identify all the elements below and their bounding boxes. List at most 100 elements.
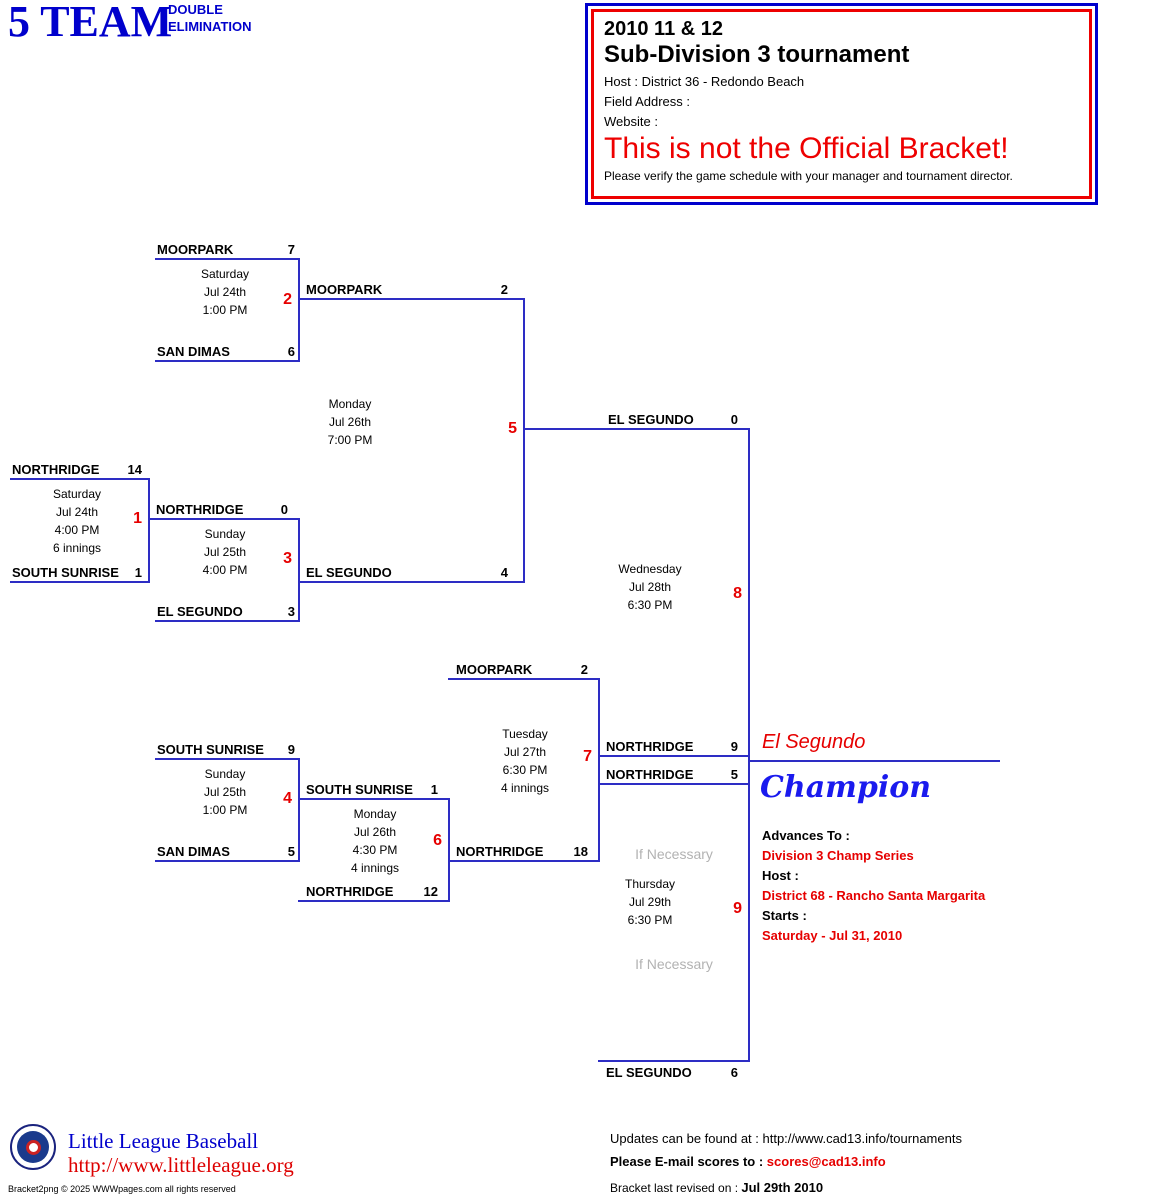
advance-starts-label: Starts :: [762, 908, 807, 923]
slot-g7-winner: NORTHRIDGE 9: [606, 739, 738, 754]
team-name: MOORPARK: [456, 662, 533, 677]
g9-bottom-line: [598, 1060, 750, 1062]
little-league-name: Little League Baseball: [68, 1129, 259, 1153]
updates-label: Updates can be found at :: [610, 1131, 763, 1146]
team-score: 9: [730, 739, 738, 754]
team-name: EL SEGUNDO: [306, 565, 392, 580]
game-number-8: 8: [733, 585, 742, 602]
schedule-line: 4:00 PM: [202, 563, 248, 577]
team-name: SAN DIMAS: [157, 344, 230, 359]
slot-g3-winner: EL SEGUNDO 4: [306, 565, 508, 580]
slot-g9-bottom: EL SEGUNDO 6: [606, 1065, 738, 1080]
team-name: NORTHRIDGE: [306, 884, 394, 899]
g2-bottom-line: [155, 360, 300, 362]
team-score: 4: [500, 565, 508, 580]
team-score: 1: [134, 565, 142, 580]
updates-line: Updates can be found at : http://www.cad…: [610, 1131, 962, 1146]
g3-vline: [298, 518, 300, 622]
revised-date: Jul 29th 2010: [741, 1180, 824, 1195]
tournament-website: Website :: [604, 114, 658, 129]
champion-team-name: El Segundo: [762, 731, 866, 753]
g8-g9-vline: [748, 428, 750, 1062]
tournament-field-address: Field Address :: [604, 94, 690, 109]
g5-winner-line: [523, 428, 750, 430]
game-number-3: 3: [283, 550, 292, 567]
team-name: SOUTH SUNRISE: [306, 782, 413, 797]
schedule-line: Wednesday: [618, 562, 682, 576]
g6-vline: [448, 798, 450, 902]
team-score: 5: [287, 844, 295, 859]
logo-core: [25, 1139, 41, 1155]
team-score: 7: [287, 242, 295, 257]
g9-top-line: [598, 783, 750, 785]
team-score: 12: [423, 884, 438, 899]
game-number-9: 9: [733, 900, 742, 917]
team-score: 3: [287, 604, 295, 619]
game-number-4: 4: [283, 790, 292, 807]
schedule-line: Jul 25th: [203, 545, 247, 559]
slot-g2-top: MOORPARK 7: [157, 242, 295, 257]
team-score: 6: [287, 344, 295, 359]
schedule-line: Jul 27th: [503, 745, 547, 759]
advances-block: Advances To : Division 3 Champ Series Ho…: [762, 826, 985, 946]
scores-line: Please E-mail scores to : scores@cad13.i…: [610, 1154, 886, 1169]
updates-url-link[interactable]: http://www.cad13.info/tournaments: [762, 1131, 962, 1146]
schedule-line: Jul 26th: [328, 415, 372, 429]
team-score: 2: [580, 662, 588, 677]
game2-schedule: Saturday Jul 24th 1:00 PM: [165, 265, 285, 319]
revised-label: Bracket last revised on :: [610, 1181, 742, 1195]
team-name: NORTHRIDGE: [156, 502, 244, 517]
tournament-title: Sub-Division 3 tournament: [604, 41, 910, 68]
schedule-line: 6:30 PM: [627, 598, 673, 612]
schedule-line: Saturday: [200, 267, 250, 281]
g1-vline: [148, 478, 150, 583]
game5-schedule: Monday Jul 26th 7:00 PM: [290, 395, 410, 449]
slot-g2-bottom: SAN DIMAS 6: [157, 344, 295, 359]
g4-vline: [298, 758, 300, 862]
slot-g6-winner: NORTHRIDGE 18: [456, 844, 588, 859]
schedule-line: Jul 25th: [203, 785, 247, 799]
little-league-logo-icon: [10, 1124, 56, 1170]
game-number-1: 1: [133, 510, 142, 527]
advance-host-label: Host :: [762, 868, 799, 883]
if-necessary-label: If Necessary: [635, 956, 713, 972]
g4-top-line: [155, 758, 300, 760]
team-score: 1: [430, 782, 438, 797]
schedule-line: 1:00 PM: [202, 803, 248, 817]
g5-vline: [523, 298, 525, 583]
team-name: NORTHRIDGE: [456, 844, 544, 859]
team-name: EL SEGUNDO: [606, 1065, 692, 1080]
schedule-line: 4 innings: [350, 861, 400, 875]
schedule-line: 4 innings: [500, 781, 550, 795]
game-number-5: 5: [508, 420, 517, 437]
slot-g9-top: NORTHRIDGE 5: [606, 767, 738, 782]
game1-schedule: Saturday Jul 24th 4:00 PM 6 innings: [17, 485, 137, 557]
slot-g4-winner: SOUTH SUNRISE 1: [306, 782, 438, 797]
schedule-line: Sunday: [204, 527, 246, 541]
advances-to-label: Advances To :: [762, 828, 850, 843]
game7-schedule: Tuesday Jul 27th 6:30 PM 4 innings: [465, 725, 585, 797]
schedule-line: Monday: [353, 807, 397, 821]
team-score: 14: [127, 462, 142, 477]
team-score: 5: [730, 767, 738, 782]
g7-vline: [598, 678, 600, 862]
double-label: DOUBLE: [168, 2, 223, 17]
team-count-heading: 5 TEAM: [8, 0, 173, 46]
schedule-line: Jul 24th: [203, 285, 247, 299]
logo-ring: [17, 1131, 49, 1163]
team-score: 9: [287, 742, 295, 757]
team-name: EL SEGUNDO: [608, 412, 694, 427]
little-league-url-link[interactable]: http://www.littleleague.org: [68, 1153, 294, 1177]
schedule-line: 1:00 PM: [202, 303, 248, 317]
tournament-division: 2010 11 & 12: [604, 18, 723, 40]
schedule-line: Saturday: [52, 487, 102, 501]
game-number-2: 2: [283, 291, 292, 308]
team-name: NORTHRIDGE: [606, 767, 694, 782]
schedule-line: 4:00 PM: [54, 523, 100, 537]
team-name: SAN DIMAS: [157, 844, 230, 859]
game-number-6: 6: [433, 832, 442, 849]
scores-label: Please E-mail scores to :: [610, 1154, 767, 1169]
scores-email-link[interactable]: scores@cad13.info: [766, 1154, 886, 1169]
slot-g1-bottom: SOUTH SUNRISE 1: [12, 565, 142, 580]
slot-g4-top: SOUTH SUNRISE 9: [157, 742, 295, 757]
